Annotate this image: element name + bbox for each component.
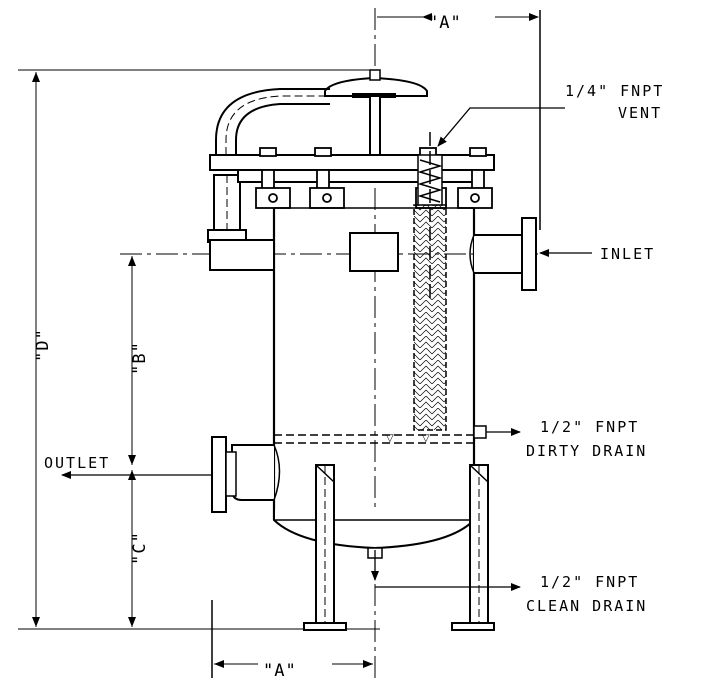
inlet-label: INLET <box>600 245 655 263</box>
dimension-a-top-label: "A" <box>428 13 462 33</box>
clean-drain-label-line2: CLEAN DRAIN <box>526 597 647 615</box>
support-legs <box>303 464 495 631</box>
dirty-drain-label-line1: 1/2" FNPT <box>540 418 639 436</box>
vent-label-line2: VENT <box>618 104 662 122</box>
filter-bag: ▽ ▽ <box>386 132 447 444</box>
clean-drain-label-line1: 1/2" FNPT <box>540 573 639 591</box>
dirty-drain-label-line2: DIRTY DRAIN <box>526 442 647 460</box>
dimension-b-label: "B" <box>130 341 150 375</box>
dimension-a-top <box>377 10 541 230</box>
side-pipe <box>209 239 275 271</box>
dimension-a-bottom-label: "A" <box>263 661 297 681</box>
vent-label-line1: 1/4" FNPT <box>565 82 664 100</box>
dimension-a-bottom <box>211 600 373 678</box>
handwheel <box>324 69 428 157</box>
inlet-nozzle <box>469 217 537 291</box>
dimension-c-label: "C" <box>130 531 150 565</box>
svg-text:▽: ▽ <box>422 433 430 444</box>
dimension-b <box>128 256 136 465</box>
svg-text:▽: ▽ <box>386 433 394 444</box>
outlet-nozzle <box>211 436 281 513</box>
dimension-d-label: "D" <box>33 328 53 362</box>
davit-arm <box>207 88 330 243</box>
leader-lines <box>61 107 592 591</box>
outlet-label: OUTLET <box>44 454 110 472</box>
cover-plate <box>209 154 495 183</box>
dirty-drain-fitting <box>473 425 487 439</box>
